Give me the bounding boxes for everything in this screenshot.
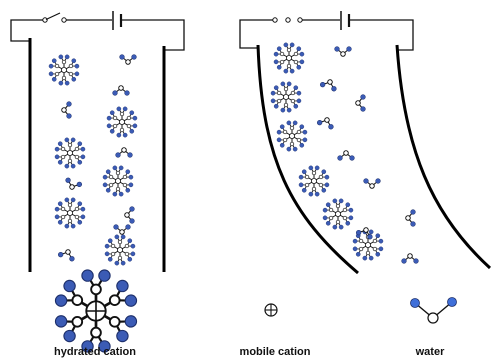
water-molecule bbox=[334, 46, 352, 57]
hydrated-cation bbox=[104, 234, 136, 266]
hydrated-cation bbox=[48, 54, 80, 86]
water-molecule-icon bbox=[410, 297, 457, 324]
water-molecule bbox=[58, 249, 75, 262]
water-molecule bbox=[119, 54, 137, 65]
caption-hydrated-cation: hydrated cation bbox=[54, 346, 136, 358]
hydrated-cation bbox=[322, 198, 354, 230]
hydrated-cation bbox=[54, 197, 86, 229]
water-molecule bbox=[65, 177, 82, 190]
hydrated-cation bbox=[352, 229, 384, 261]
water-molecule bbox=[61, 101, 72, 119]
hydrated-cation-legend-shape bbox=[54, 269, 138, 353]
water-molecule bbox=[317, 117, 334, 130]
water-molecule bbox=[320, 79, 337, 92]
water-molecule bbox=[355, 94, 366, 112]
right-circuit bbox=[239, 11, 414, 51]
hydrated-cation bbox=[106, 106, 138, 138]
hydrated-cation bbox=[102, 165, 134, 197]
right-channel-wall-left bbox=[256, 44, 359, 275]
right-channel-wall-right bbox=[395, 44, 492, 270]
caption-water: water bbox=[415, 346, 445, 358]
water-molecule bbox=[124, 206, 135, 224]
hydrated-cation bbox=[273, 42, 305, 74]
hydrated-cation-icon bbox=[54, 269, 138, 353]
mobile-cation-icon bbox=[264, 303, 278, 317]
left-circuit bbox=[10, 11, 185, 51]
left-channel-contents bbox=[48, 54, 138, 266]
water-molecule bbox=[405, 209, 416, 227]
water-molecule bbox=[112, 85, 130, 96]
right-channel-contents bbox=[270, 42, 419, 264]
water-molecule bbox=[337, 150, 355, 161]
caption-mobile-cation: mobile cation bbox=[239, 346, 311, 358]
water-molecule bbox=[401, 253, 419, 264]
right-switch-icon bbox=[272, 17, 303, 23]
left-switch-icon bbox=[42, 12, 67, 23]
hydrated-cation bbox=[276, 120, 308, 152]
hydrated-cation bbox=[298, 165, 330, 197]
water-molecule bbox=[363, 178, 381, 189]
water-molecule bbox=[115, 147, 133, 158]
hydrated-cation bbox=[270, 81, 302, 113]
water-molecule bbox=[113, 224, 131, 235]
hydrated-cation bbox=[54, 137, 86, 169]
water-molecule bbox=[356, 227, 373, 240]
